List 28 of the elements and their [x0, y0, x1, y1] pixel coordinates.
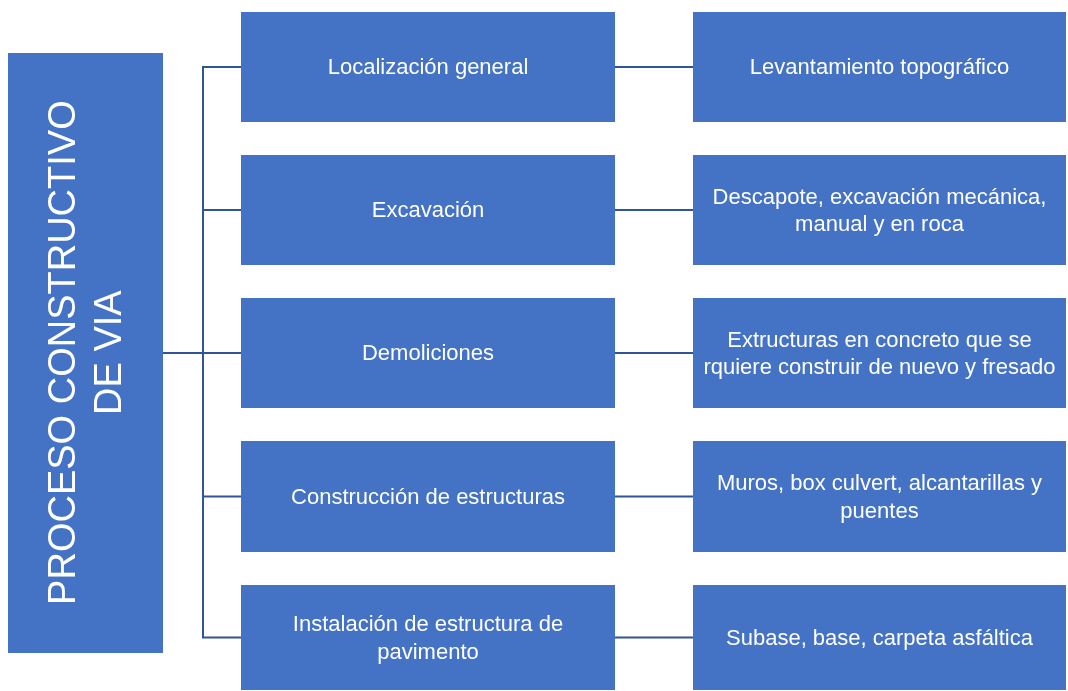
- process-box: [693, 441, 1066, 552]
- box-label: Excavación: [370, 196, 486, 224]
- connector-line: [162, 352, 242, 639]
- process-box: [241, 298, 615, 408]
- process-box: [8, 53, 163, 653]
- connector-line: [614, 66, 694, 68]
- process-box: [241, 585, 615, 690]
- connector-line: [614, 352, 694, 354]
- process-box: [693, 585, 1066, 690]
- box-label: Extructuras en concreto que se rquiere construir de nuevo y fresado: [702, 325, 1057, 381]
- process-box: [241, 12, 615, 122]
- box-label: Localización general: [326, 53, 530, 81]
- process-box: [241, 441, 615, 552]
- box-label: Construcción de estructuras: [290, 482, 566, 511]
- process-box: [693, 12, 1066, 122]
- box-label: Muros, box culvert, alcantarillas y puentes: [715, 469, 1044, 524]
- vertical-title: PROCESO CONSTRUCTIVO DE VIA: [39, 99, 130, 608]
- box-label: Instalación de estructura de pavimento: [291, 610, 565, 665]
- connector-line: [614, 495, 694, 498]
- box-label: Descapote, excavación mecánica, manual y en roca: [711, 182, 1048, 238]
- connector-line: [614, 209, 694, 211]
- box-label: Subase, base, carpeta asfáltica: [725, 623, 1034, 652]
- connector-line: [614, 636, 694, 639]
- process-box: [241, 155, 615, 265]
- process-box: [693, 155, 1066, 265]
- box-label: Demoliciones: [360, 339, 496, 367]
- box-label: Levantamiento topográfico: [748, 53, 1011, 81]
- process-box: [693, 298, 1066, 408]
